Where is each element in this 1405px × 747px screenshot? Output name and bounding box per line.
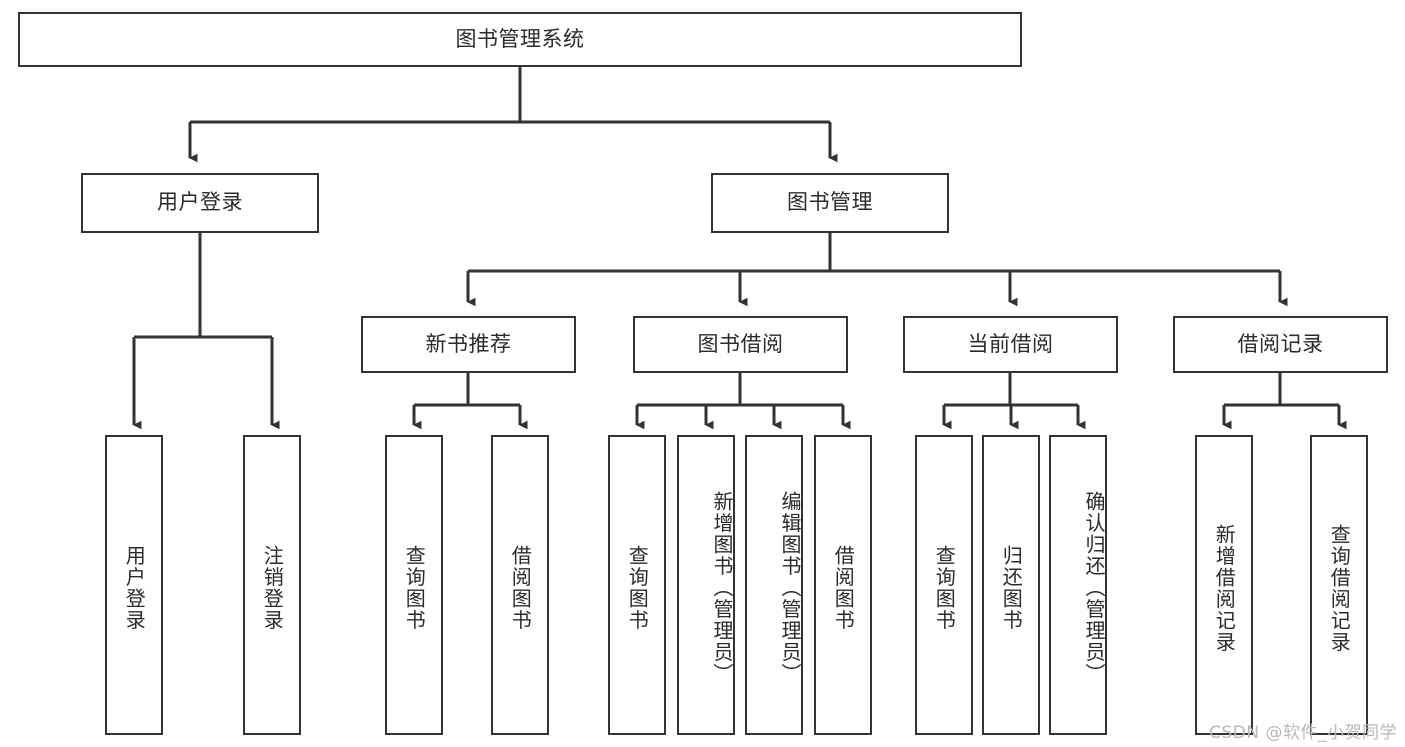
node-book-borrowing[interactable]: 图书借阅 <box>633 316 848 373</box>
node-label: 新增借阅记录 <box>1212 523 1237 653</box>
node-label: 确认归还（管理员） <box>1082 491 1106 685</box>
node-label: 编辑图书（管理员） <box>778 491 802 685</box>
leaf-user-login-logout[interactable]: 注销登录 <box>243 435 301 735</box>
node-label: 归还图书 <box>999 545 1024 631</box>
node-label: 用户登录 <box>122 545 147 631</box>
leaf-borrow-query-book[interactable]: 查询图书 <box>608 435 666 735</box>
leaf-new-book-query[interactable]: 查询图书 <box>385 435 443 735</box>
node-label: 用户登录 <box>157 190 243 215</box>
node-label: 新书推荐 <box>425 331 512 356</box>
node-label: 借阅记录 <box>1237 331 1324 356</box>
node-new-book-recommendation[interactable]: 新书推荐 <box>361 316 576 373</box>
node-label: 图书管理 <box>787 190 873 215</box>
node-label: 查询借阅记录 <box>1327 523 1352 653</box>
node-label: 新增图书（管理员） <box>710 491 734 685</box>
node-label: 查询图书 <box>932 545 957 631</box>
node-book-management-system[interactable]: 图书管理系统 <box>18 12 1022 67</box>
leaf-records-query-record[interactable]: 查询借阅记录 <box>1310 435 1368 735</box>
node-label: 图书借阅 <box>697 331 784 356</box>
leaf-current-query-book[interactable]: 查询图书 <box>915 435 973 735</box>
node-current-borrowing[interactable]: 当前借阅 <box>903 316 1118 373</box>
node-label: 图书管理系统 <box>455 26 585 51</box>
leaf-borrow-add-book-admin[interactable]: 新增图书（管理员） <box>677 435 735 735</box>
node-label: 查询图书 <box>625 545 650 631</box>
node-label: 借阅图书 <box>508 545 533 631</box>
node-label: 借阅图书 <box>831 545 856 631</box>
leaf-new-book-borrow[interactable]: 借阅图书 <box>491 435 549 735</box>
watermark: CSDN @软件_小贺同学 <box>1209 723 1397 743</box>
node-label: 注销登录 <box>260 545 285 631</box>
leaf-borrow-edit-book-admin[interactable]: 编辑图书（管理员） <box>745 435 803 735</box>
leaf-current-return-book[interactable]: 归还图书 <box>982 435 1040 735</box>
leaf-user-login-login[interactable]: 用户登录 <box>105 435 163 735</box>
node-borrowing-records[interactable]: 借阅记录 <box>1173 316 1388 373</box>
leaf-current-confirm-return-admin[interactable]: 确认归还（管理员） <box>1049 435 1107 735</box>
leaf-borrow-borrow-book[interactable]: 借阅图书 <box>814 435 872 735</box>
node-book-management[interactable]: 图书管理 <box>711 173 949 233</box>
node-user-login[interactable]: 用户登录 <box>81 173 319 233</box>
node-label: 当前借阅 <box>967 331 1054 356</box>
node-label: 查询图书 <box>402 545 427 631</box>
leaf-records-add-record[interactable]: 新增借阅记录 <box>1195 435 1253 735</box>
